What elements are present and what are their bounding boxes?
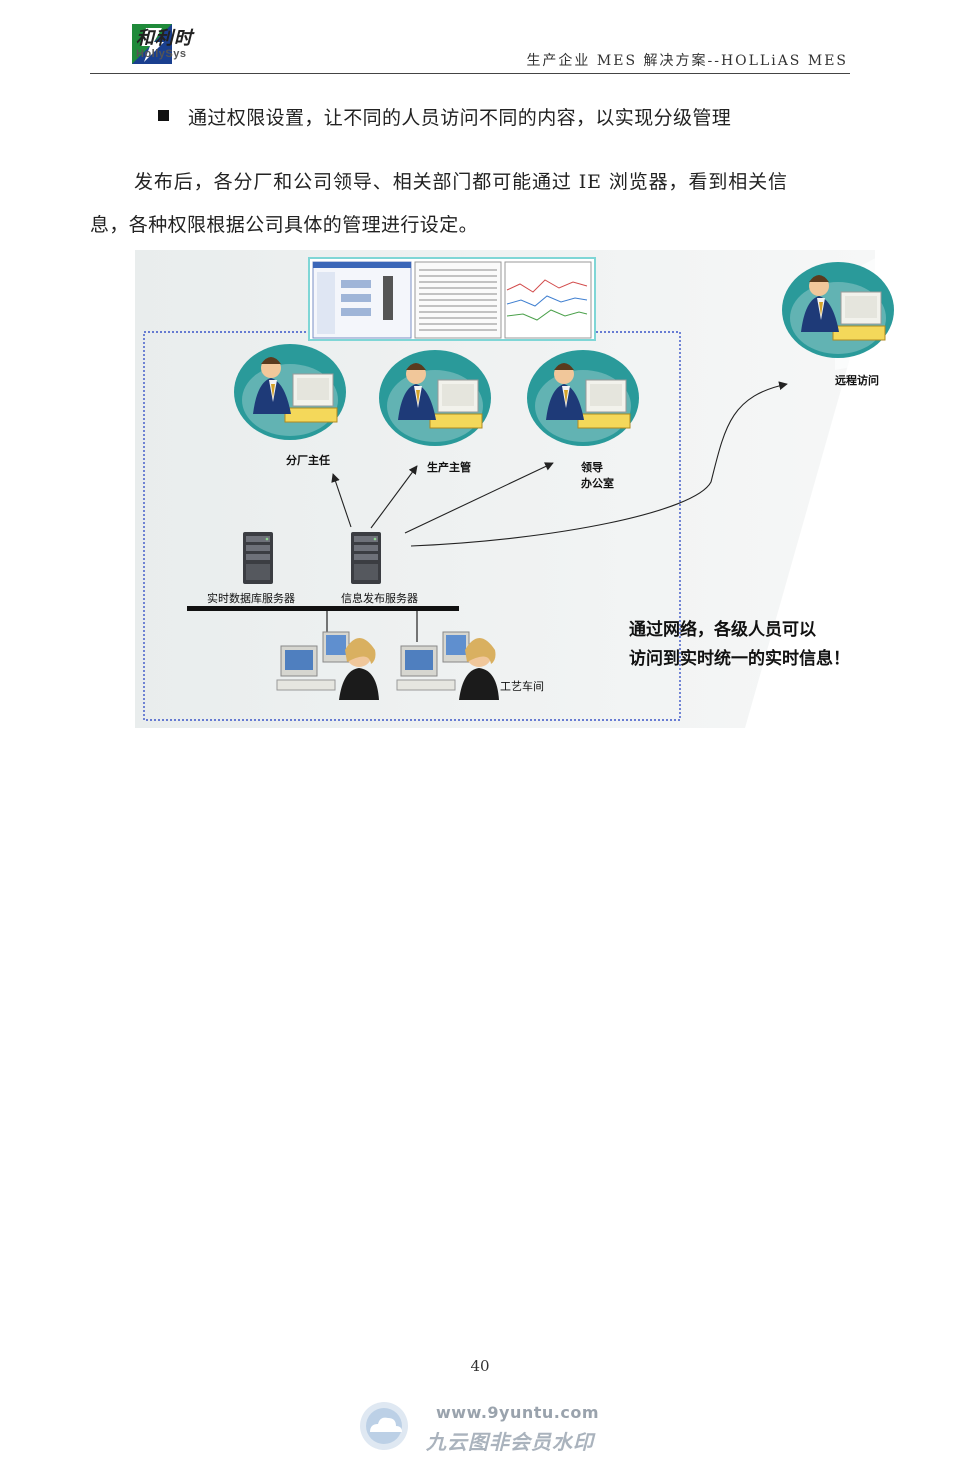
page-number: 40 xyxy=(0,1357,960,1375)
leader-office-person-icon xyxy=(527,350,639,446)
header-title: 生产企业 MES 解决方案--HOLLiAS MES xyxy=(526,50,848,70)
branch-director-person-icon xyxy=(234,344,346,440)
bullet-text: 通过权限设置，让不同的人员访问不同的内容，以实现分级管理 xyxy=(188,103,731,130)
label-leader-office-line1: 领导 xyxy=(581,459,603,475)
paragraph-line-1: 发布后，各分厂和公司领导、相关部门都可能通过 IE 浏览器，看到相关信 xyxy=(134,167,788,194)
realtime-db-server-icon xyxy=(243,532,273,584)
diagram-caption-line1: 通过网络，各级人员可以 xyxy=(629,615,816,640)
logo-english-name: HollySys xyxy=(136,48,186,60)
header-divider xyxy=(90,73,850,74)
info-publish-server-icon xyxy=(351,532,381,584)
bullet-square-icon xyxy=(158,110,169,121)
label-branch-director: 分厂主任 xyxy=(286,452,330,468)
watermark-cloud-icon xyxy=(358,1400,410,1452)
production-manager-person-icon xyxy=(379,350,491,446)
label-remote-access: 远程访问 xyxy=(835,372,879,388)
label-leader-office-line2: 办公室 xyxy=(581,475,614,491)
screen-thumbnails xyxy=(309,258,595,340)
logo-chinese-name: 和利时 xyxy=(136,24,193,50)
network-bus xyxy=(187,606,459,611)
remote-access-person-icon xyxy=(782,262,894,358)
label-realtime-db-server: 实时数据库服务器 xyxy=(207,590,295,606)
network-diagram: 分厂主任 生产主管 领导 办公室 远程访问 实时数据库服务器 信息发布服务器 工… xyxy=(135,250,895,728)
label-info-publish-server: 信息发布服务器 xyxy=(341,590,418,606)
label-workshop: 工艺车间 xyxy=(500,678,544,694)
paragraph-line-2: 息，各种权限根据公司具体的管理进行设定。 xyxy=(90,210,478,237)
label-production-manager: 生产主管 xyxy=(427,459,471,475)
watermark-url: www.9yuntu.com xyxy=(436,1403,599,1422)
watermark-text: 九云图非会员水印 xyxy=(426,1426,594,1455)
diagram-caption-line2: 访问到实时统一的实时信息！ xyxy=(629,644,850,669)
